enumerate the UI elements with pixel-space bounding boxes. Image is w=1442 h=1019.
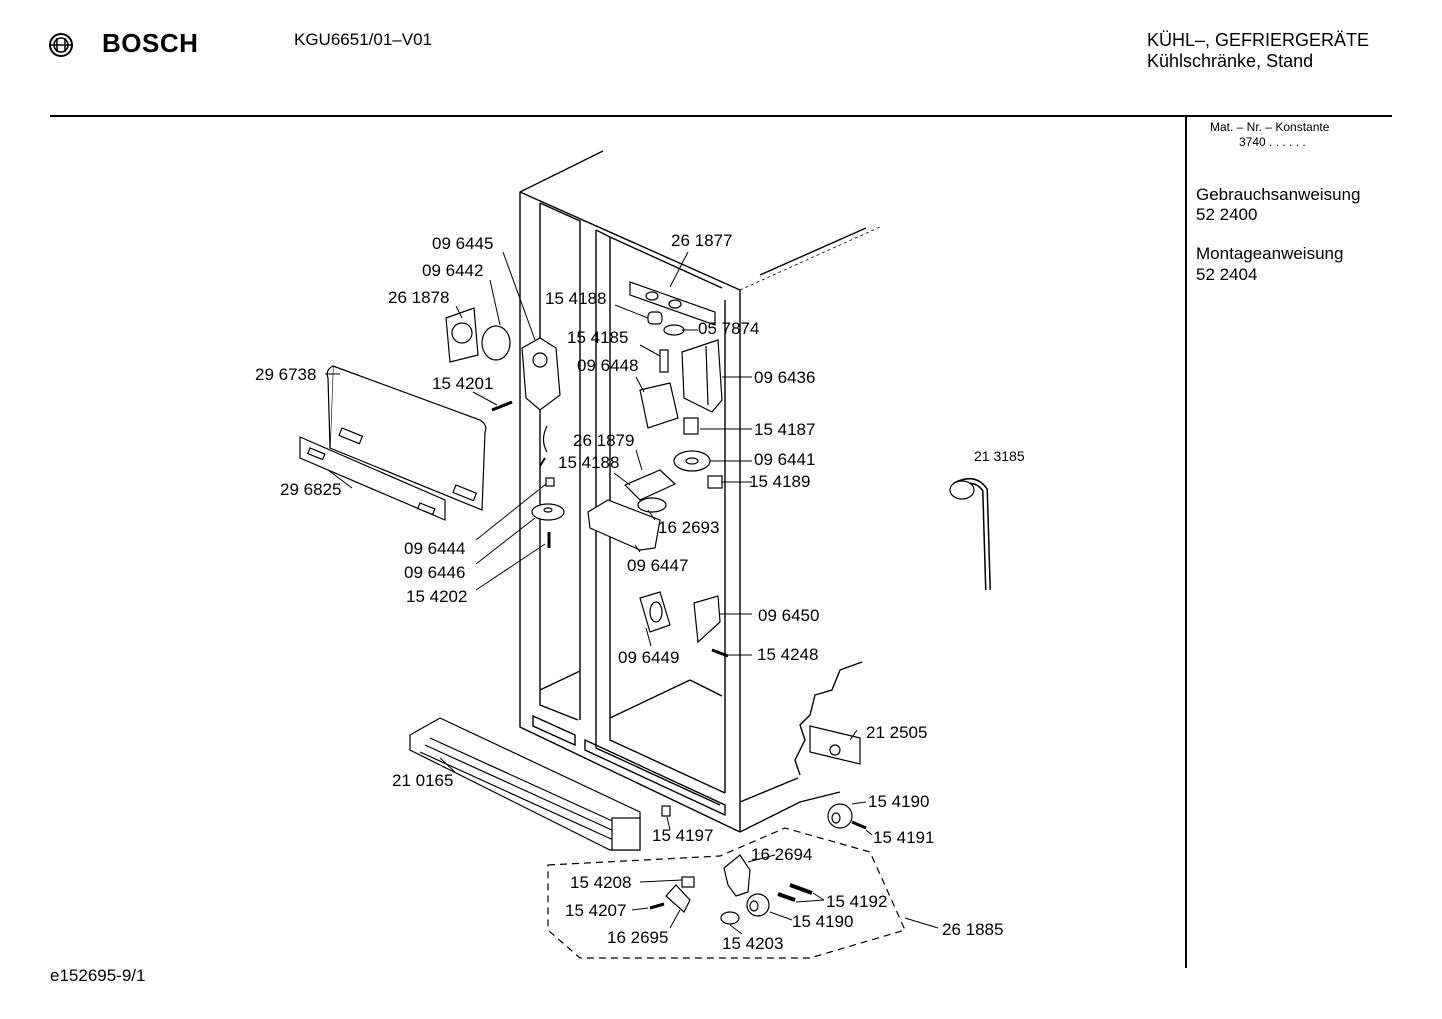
part-label-154190b: 15 4190 [792, 912, 853, 931]
part-label-154189: 15 4189 [749, 472, 810, 491]
part-label-154192: 15 4192 [826, 892, 887, 911]
part-label-096447: 09 6447 [627, 556, 688, 575]
component-shapes [299, 281, 991, 925]
part-label-261878: 26 1878 [388, 288, 449, 307]
part-label-162693: 16 2693 [658, 518, 719, 537]
part-label-096445: 09 6445 [432, 234, 493, 253]
part-label-096450: 09 6450 [758, 606, 819, 625]
part-label-096436: 09 6436 [754, 368, 815, 387]
page-rules [50, 115, 1392, 968]
part-label-162695: 16 2695 [607, 928, 668, 947]
part-label-212505: 21 2505 [866, 723, 927, 742]
part-label-213185: 21 3185 [974, 448, 1025, 464]
bosch-logo-icon [49, 33, 73, 57]
part-label-154202: 15 4202 [406, 587, 467, 606]
part-label-154185: 15 4185 [567, 328, 628, 347]
part-label-154188b: 15 4188 [558, 453, 619, 472]
part-label-096441: 09 6441 [754, 450, 815, 469]
doc-title-usage: Gebrauchsanweisung [1196, 185, 1361, 204]
part-label-154197: 15 4197 [652, 826, 713, 845]
part-label-154203: 15 4203 [722, 934, 783, 953]
part-label-296825: 29 6825 [280, 480, 341, 499]
part-label-096444: 09 6444 [404, 539, 465, 558]
leader-lines [325, 251, 939, 935]
footer-code: e152695-9/1 [50, 966, 146, 985]
part-labels: 09 6445 09 6442 26 1878 29 6738 15 4201 … [255, 231, 1025, 953]
part-label-261885: 26 1885 [942, 920, 1003, 939]
brand-name: BOSCH [102, 28, 199, 58]
part-label-261879: 26 1879 [573, 431, 634, 450]
doc-number-usage: 52 2400 [1196, 205, 1258, 224]
part-label-154188a: 15 4188 [545, 289, 606, 308]
kit-boundary [547, 827, 906, 959]
part-label-154248: 15 4248 [757, 645, 818, 664]
part-label-261877: 26 1877 [671, 231, 732, 250]
cabinet-outline [519, 150, 881, 833]
part-label-096449: 09 6449 [618, 648, 679, 667]
doc-number-assembly: 52 2404 [1196, 265, 1258, 284]
part-label-154201: 15 4201 [432, 374, 493, 393]
part-label-096448: 09 6448 [577, 356, 638, 375]
mat-nr-value: 3740 . . . . . . [1239, 135, 1306, 149]
part-label-296738: 29 6738 [255, 365, 316, 384]
doc-title-assembly: Montageanweisung [1196, 244, 1344, 263]
part-label-096442: 09 6442 [422, 261, 483, 280]
part-label-154190a: 15 4190 [868, 792, 929, 811]
mat-nr-label: Mat. – Nr. – Konstante [1210, 120, 1330, 134]
model-number: KGU6651/01–V01 [294, 30, 432, 49]
category-title: KÜHL–, GEFRIERGERÄTE [1147, 30, 1370, 50]
part-label-154187: 15 4187 [754, 420, 815, 439]
part-label-154191: 15 4191 [873, 828, 934, 847]
category-subtitle: Kühlschränke, Stand [1147, 51, 1314, 71]
part-label-154208: 15 4208 [570, 873, 631, 892]
part-label-096446: 09 6446 [404, 563, 465, 582]
part-label-210165: 21 0165 [392, 771, 453, 790]
part-label-154207: 15 4207 [565, 901, 626, 920]
part-label-057874: 05 7874 [698, 319, 759, 338]
part-label-162694: 16 2694 [751, 845, 812, 864]
